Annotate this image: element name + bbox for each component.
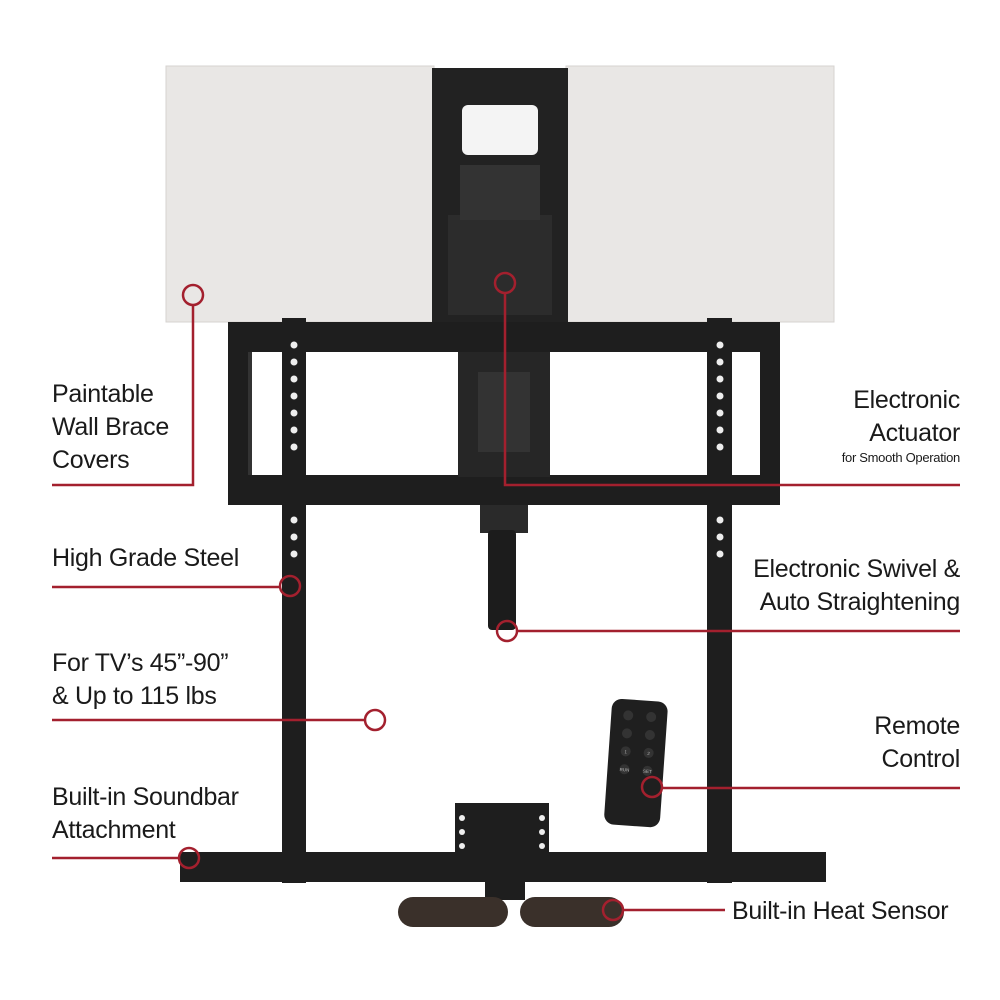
callout-swivel: Electronic Swivel & Auto Straightening bbox=[753, 553, 960, 619]
callout-text: & Up to 115 lbs bbox=[52, 682, 217, 710]
callout-soundbar: Built-in Soundbar Attachment bbox=[52, 781, 239, 847]
callout-text: Auto Straightening bbox=[759, 588, 961, 616]
central-bracket bbox=[432, 68, 568, 330]
callout-text: Control bbox=[881, 745, 961, 773]
callout-lines bbox=[52, 271, 960, 922]
callout-steel: High Grade Steel bbox=[52, 542, 239, 575]
callout-remote: Remote Control bbox=[874, 710, 960, 776]
callout-text: Electronic Swivel & bbox=[753, 555, 960, 583]
remote-button-2: 2 bbox=[647, 751, 650, 756]
actuator-cylinder bbox=[480, 505, 528, 630]
callout-text: Attachment bbox=[52, 816, 176, 844]
remote-control: 1 2 RUN SET bbox=[604, 698, 668, 828]
heat-sensor-pads bbox=[398, 897, 624, 927]
remote-button-set: SET bbox=[643, 769, 652, 775]
remote-button-run: RUN bbox=[619, 767, 629, 773]
callout-text: For TV’s 45”-90” bbox=[52, 649, 229, 677]
remote-button-1: 1 bbox=[624, 749, 627, 754]
callout-text: Electronic bbox=[853, 386, 960, 414]
callout-text: Remote bbox=[874, 712, 960, 740]
callout-wall-brace: Paintable Wall Brace Covers bbox=[52, 378, 169, 477]
callout-heat-sensor: Built-in Heat Sensor bbox=[732, 895, 949, 928]
callout-actuator: Electronic Actuator for Smooth Operation bbox=[841, 384, 961, 466]
callout-text: High Grade Steel bbox=[52, 544, 239, 572]
callout-text: Built-in Heat Sensor bbox=[732, 897, 949, 925]
rail-holes bbox=[290, 341, 724, 558]
callout-text: Covers bbox=[52, 446, 130, 474]
callout-text: Wall Brace bbox=[52, 413, 169, 441]
callout-text: Paintable bbox=[52, 380, 154, 408]
wall-brace-cover-right bbox=[565, 65, 835, 323]
soundbar-attachment bbox=[180, 803, 826, 900]
wall-brace-cover-left bbox=[165, 65, 435, 323]
callout-tv-size: For TV’s 45”-90” & Up to 115 lbs bbox=[52, 647, 229, 713]
callout-subtext: for Smooth Operation bbox=[841, 450, 961, 465]
callout-text: Actuator bbox=[869, 419, 960, 447]
callout-text: Built-in Soundbar bbox=[52, 783, 239, 811]
